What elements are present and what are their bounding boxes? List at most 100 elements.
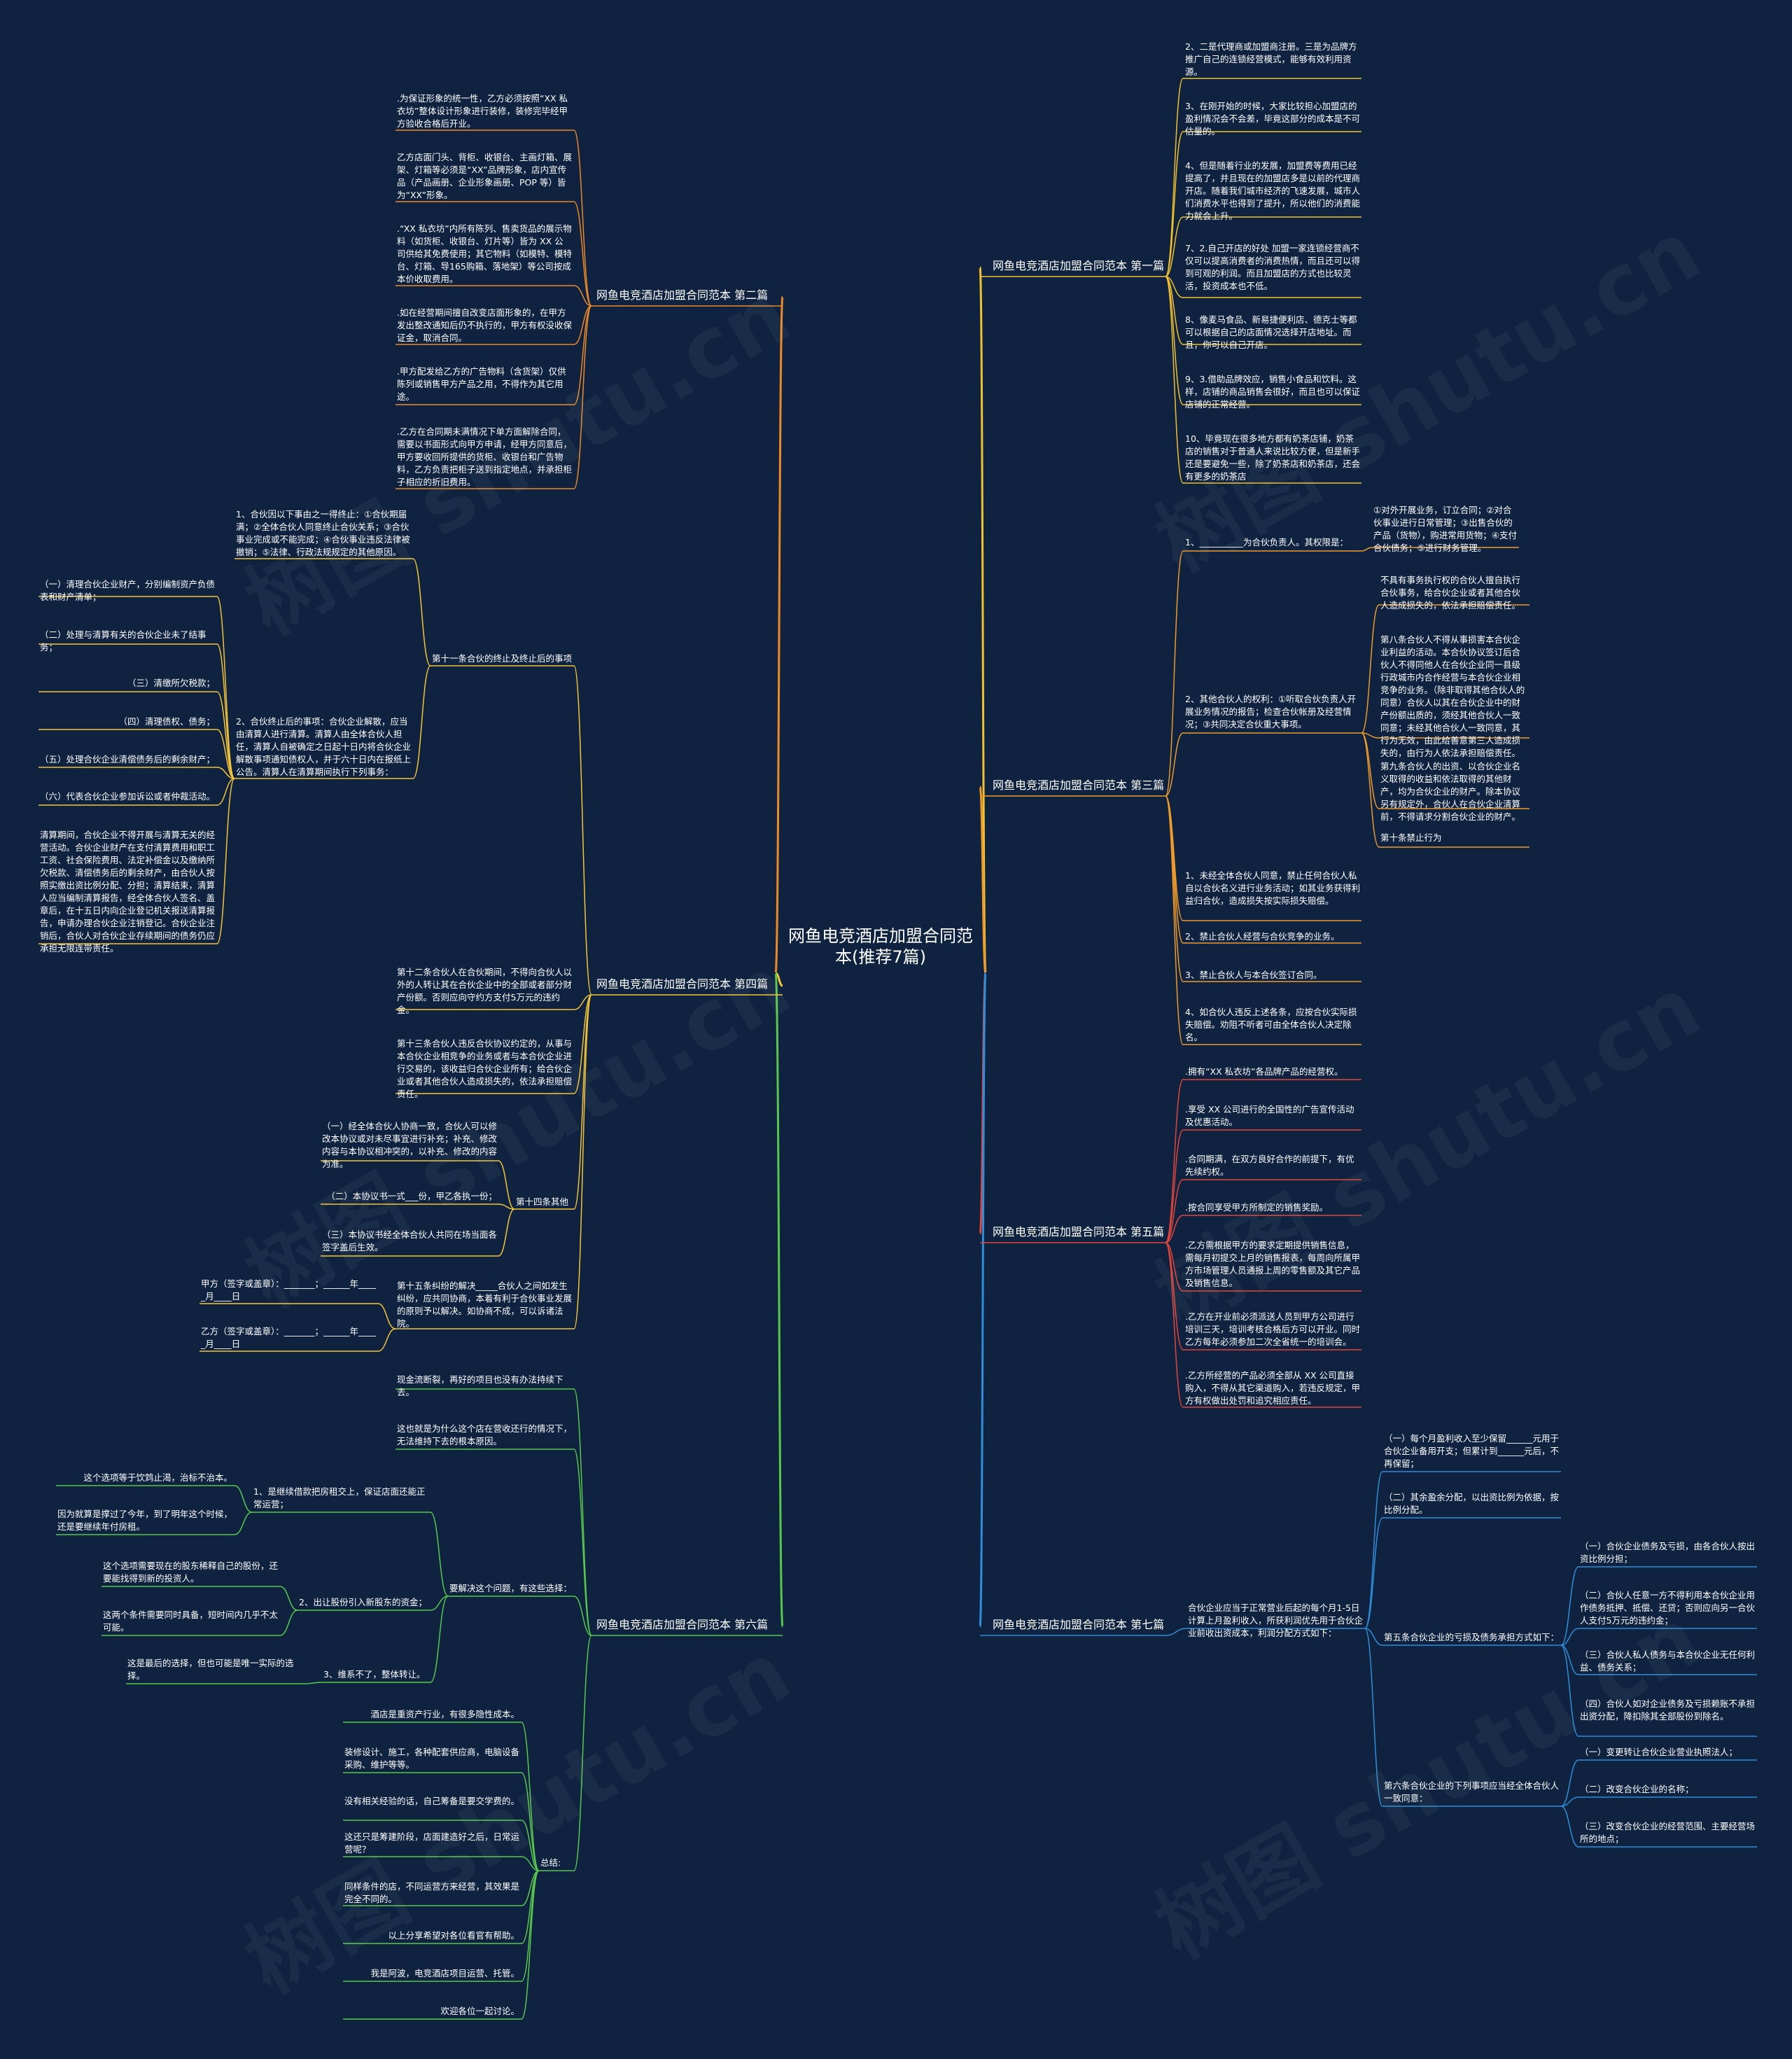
b6-option-sub[interactable]: 这个选项需要现在的股东稀释自己的股份，还要能找得到新的投资人。 (103, 1561, 279, 1584)
b4-s11-item[interactable]: 2、合伙终止后的事项：合伙企业解散，应当由清算人进行清算。清算人由全体合伙人担任… (236, 716, 412, 777)
connector-line (216, 729, 235, 779)
branch-b4[interactable]: 网鱼电竞酒店加盟合同范本 第四篇 (596, 977, 769, 991)
b3-n2-child[interactable]: 不具有事务执行权的合伙人擅自执行合伙事务，给合伙企业或者其他合伙人造成损失的，依… (1380, 575, 1521, 610)
b6-option[interactable]: 1、是继续借款把房租交上，保证店面还能正常运营； (253, 1486, 426, 1509)
b2-item[interactable]: .甲方配发给乙方的广告物料（含货架）仅供陈列或销售甲方产品之用，不得作为其它用途… (397, 366, 566, 402)
b6-top[interactable]: 这也就是为什么这个店在营收还行的情况下，无法维持下去的根本原因。 (397, 1423, 573, 1446)
connector-line (573, 994, 592, 1010)
branch-b5[interactable]: 网鱼电竞酒店加盟合同范本 第五篇 (993, 1225, 1165, 1238)
branch-b3[interactable]: 网鱼电竞酒店加盟合同范本 第三篇 (993, 779, 1165, 792)
b1-item[interactable]: 9、3.借助品牌效应，销售小食品和饮料。这样，店铺的商品销售会很好，而且也可以保… (1185, 374, 1361, 410)
b7-n2[interactable]: （二）其余盈余分配，以出资比例为依据，按比例分配。 (1384, 1492, 1560, 1515)
b4-s15[interactable]: 第十五条纠纷的解决_____合伙人之间如发生纠纷，应共同协商，本着有利于合伙事业… (397, 1280, 573, 1329)
b5-item[interactable]: .合同期满，在双方良好合作的前提下，有优先续约权。 (1185, 1154, 1354, 1177)
b7-mid[interactable]: 合伙企业应当于正常营业后起的每个月1-5日计算上月盈利收入，所获利润优先用于合伙… (1188, 1603, 1364, 1638)
b6-summary-item[interactable]: 没有相关经验的话，自己筹备是要交学费的。 (344, 1796, 520, 1806)
b6-option[interactable]: 2、出让股份引入新股东的资金； (299, 1597, 427, 1607)
connector-line (774, 295, 784, 975)
b2-item[interactable]: .乙方在合同期未满情况下单方面解除合同，需要以书面形式向甲方申请，经甲方同意后，… (397, 426, 573, 487)
branch-b7[interactable]: 网鱼电竞酒店加盟合同范本 第七篇 (993, 1618, 1165, 1631)
b7-n6-item[interactable]: （三）改变合伙企业的经营范围、主要经营场所的地点； (1580, 1821, 1756, 1844)
b5-item[interactable]: .乙方需根据甲方的要求定期提供销售信息，需每月初提交上月的销售报表，每周向所属甲… (1185, 1240, 1361, 1288)
b4-s11-sub[interactable]: 清算期间，合伙企业不得开展与清算无关的经营活动。合伙企业财产在支付清算费用和职工… (40, 830, 216, 954)
b5-item[interactable]: .享受 XX 公司进行的全国性的广告宣传活动及优惠活动。 (1185, 1104, 1354, 1127)
b7-n6-item[interactable]: （二）改变合伙企业的名称； (1580, 1784, 1694, 1794)
connector-line (573, 994, 592, 1210)
b3-n2[interactable]: 2、其他合伙人的权利：①听取合伙负责人开展业务情况的报告；检查合伙帐册及经营情况… (1185, 694, 1357, 730)
b6-option-sub[interactable]: 这个选项等于饮鸩止渴，治标不治本。 (83, 1472, 232, 1483)
b6-summary-item[interactable]: 同样条件的店，不同运营方来经营，其效果是完全不同的。 (344, 1881, 520, 1904)
b3-n1-child[interactable]: ①对外开展业务，订立合同；②对合伙事业进行日常管理；③出售合伙的产品（货物），购… (1373, 505, 1517, 553)
b3-n1[interactable]: 1、__________为合伙负责人。其权限是： (1185, 537, 1348, 547)
b6-top[interactable]: 现金流断裂，再好的项目也没有办法持续下去。 (397, 1374, 564, 1397)
b3-n2-child[interactable]: 第八条合伙人不得从事损害本合伙企业利益的活动。本合伙协议签订后合伙人不得同他人在… (1380, 634, 1525, 758)
b4-s15-item[interactable]: 甲方（签字或盖章）：_______；______年_____月____日 (201, 1278, 377, 1301)
b4-s11[interactable]: 第十一条合伙的终止及终止后的事项 (432, 653, 573, 664)
b7-n6[interactable]: 第六条合伙企业的下列事项应当经全体合伙人一致同意： (1384, 1780, 1560, 1803)
b4-s11-sub[interactable]: （一）清理合伙企业财产，分别编制资产负债表和财产清单； (40, 579, 216, 602)
b4-s14[interactable]: 第十四条其他 (516, 1196, 569, 1207)
b4-s11-sub[interactable]: （五）处理合伙企业清偿债务后的剩余财产； (40, 754, 216, 765)
b4-s14-item[interactable]: （二）本协议书一式___份，甲乙各执一份； (326, 1191, 497, 1201)
b4-s11-sub[interactable]: （四）清理债权、债务； (118, 716, 215, 727)
b2-item[interactable]: .为保证形象的统一性，乙方必须按照“XX 私衣坊”整体设计形象进行装修，装修完毕… (397, 93, 568, 129)
b6-summary[interactable]: 总结: (540, 1857, 561, 1868)
b7-n5-item[interactable]: （三）合伙人私人债务与本合伙企业无任何利益、债务关系； (1580, 1649, 1756, 1673)
b4-s11-sub[interactable]: （三）清缴所欠税款； (127, 678, 215, 688)
b6-question[interactable]: 要解决这个问题，有这些选择： (449, 1583, 573, 1593)
connector-line (1165, 1079, 1184, 1243)
b6-summary-item[interactable]: 以上分享希望对各位看官有帮助。 (388, 1930, 519, 1941)
b7-n6-item[interactable]: （一）变更转让合伙企业营业执照法人； (1580, 1747, 1738, 1757)
connector-line (1165, 276, 1184, 345)
b2-item[interactable]: .“XX 私衣坊”内所有陈列、售卖货品的展示物料（如货柜、收银台、灯片等）皆为 … (397, 223, 573, 284)
b6-summary-item[interactable]: 装修设计、施工，各种配套供应商，电脑设备采购、维护等等。 (344, 1747, 520, 1770)
connector-line (521, 1772, 540, 1871)
b4-s11-sub[interactable]: （六）代表合伙企业参加诉讼或者仲裁活动。 (40, 791, 216, 802)
b4-s11-sub[interactable]: （二）处理与清算有关的合伙企业未了结事务； (40, 629, 206, 652)
b5-item[interactable]: .乙方所经营的产品必须全部从 XX 公司直接购入，不得从其它渠道购入，若违反规定… (1185, 1370, 1361, 1406)
b5-item[interactable]: .按合同享受甲方所制定的销售奖励。 (1185, 1202, 1328, 1213)
b6-summary-item[interactable]: 这还只是筹建阶段，店面建造好之后，日常运营呢？ (344, 1831, 520, 1855)
b1-item[interactable]: 2、二是代理商或加盟商注册。三是为品牌方推广自己的连锁经营模式，能够有效利用资源… (1185, 41, 1357, 77)
b6-summary-item[interactable]: 酒店是重资产行业，有很多隐性成本。 (370, 1709, 519, 1719)
branch-b1[interactable]: 网鱼电竞酒店加盟合同范本 第一篇 (993, 259, 1165, 272)
b3-rest[interactable]: 4、如合伙人违反上述各条，应按合伙实际损失赔偿。劝阻不听者可由全体合伙人决定除名… (1185, 1007, 1357, 1042)
b7-n5-item[interactable]: （一）合伙企业债务及亏损，由各合伙人按出资比例分担； (1580, 1541, 1756, 1564)
b7-n5[interactable]: 第五条合伙企业的亏损及债务承担方式如下： (1384, 1632, 1560, 1642)
b1-item[interactable]: 4、但是随着行业的发展，加盟费等费用已经提高了，并且现在的加盟店多是以前的代理商… (1185, 160, 1361, 221)
b7-n5-item[interactable]: （二）合伙人任意一方不得利用本合伙企业用作债务抵押、抵偿、还贷；否则应向另一合伙… (1580, 1590, 1756, 1626)
b6-option[interactable]: 3、维系不了，整体转让。 (323, 1669, 426, 1680)
root-topic[interactable]: 网鱼电竞酒店加盟合同范 本(推荐7篇) (788, 926, 973, 967)
branch-b2[interactable]: 网鱼电竞酒店加盟合同范本 第二篇 (596, 288, 769, 302)
b4-s14-item[interactable]: （三）本协议书经全体合伙人共同在场当面各签字盖后生效。 (322, 1229, 498, 1252)
b7-n1[interactable]: （一）每个月盈利收入至少保留______元用于合伙企业备用开支；但累计到____… (1384, 1433, 1560, 1469)
b4-s11-item[interactable]: 1、合伙因以下事由之一得终止：①合伙期届满；②全体合伙人同意终止合伙关系；③合伙… (236, 509, 410, 557)
b1-item[interactable]: 10、毕竟现在很多地方都有奶茶店铺，奶茶店的销售对于普通人来说比较方便，但是新手… (1185, 433, 1361, 482)
b6-summary-item[interactable]: 我是阿波，电竞酒店项目运营、托管。 (370, 1968, 519, 1978)
b4-s15-item[interactable]: 乙方（签字或盖章）：_______；______年_____月____日 (201, 1326, 377, 1349)
b1-item[interactable]: 7、2.自己开店的好处 加盟一家连锁经营商不仅可以提高消费者的消费热情，而且还可… (1185, 243, 1361, 291)
b5-item[interactable]: .乙方在开业前必须派送人员到甲方公司进行培训三天，培训考核合格后方可以开业。同时… (1185, 1311, 1361, 1347)
connector-line (1165, 1242, 1184, 1408)
b7-n5-item[interactable]: （四）合伙人如对企业债务及亏损赖账不承担出资分配，降扣除其全部股份到除名。 (1580, 1698, 1756, 1722)
b3-n2-child[interactable]: 第九条合伙人的出资、以合伙企业名义取得的收益和依法取得的其他财产，均为合伙企业的… (1380, 761, 1521, 822)
branch-b6[interactable]: 网鱼电竞酒店加盟合同范本 第六篇 (596, 1618, 769, 1631)
b4-s14-item[interactable]: （一）经全体合伙人协商一致，合伙人可以修改本协议或对未尽事宜进行补充；补充、修改… (322, 1121, 498, 1169)
b4-s12[interactable]: 第十二条合伙人在合伙期间，不得向合伙人以外的人转让其在合伙企业中的全部或者部分财… (397, 967, 573, 1015)
connector-line (498, 1203, 515, 1210)
b4-s13[interactable]: 第十三条合伙人违反合伙协议约定的，从事与本合伙企业相竞争的业务或者与本合伙企业进… (397, 1038, 573, 1099)
b6-option-sub[interactable]: 这两个条件需要同时具备，短时间内几乎不太可能。 (103, 1610, 279, 1633)
connector-line (573, 201, 592, 307)
b6-option-sub[interactable]: 因为就算是撑过了今年，到了明年这个时候，还是要继续年付房租。 (57, 1509, 233, 1532)
b6-summary-item[interactable]: 欢迎各位一起讨论。 (440, 2006, 519, 2016)
b1-item[interactable]: 3、在刚开始的时候，大家比较担心加盟店的盈利情况会不会差，毕竟这部分的成本是不可… (1185, 101, 1361, 137)
b1-item[interactable]: 8、像麦马食品、新易捷便利店、德克士等都可以根据自己的店面情况选择开店地址。而且… (1185, 314, 1357, 350)
b3-rest[interactable]: 3、禁止合伙人与本合伙签订合同。 (1185, 970, 1322, 980)
b3-rest[interactable]: 1、未经全体合伙人同意，禁止任何合伙人私自以合伙名义进行业务活动；如其业务获得利… (1185, 870, 1361, 906)
b2-item[interactable]: .如在经营期间擅自改变店面形象的，在甲方发出整改通知后仍不执行的，甲方有权没收保… (397, 307, 573, 343)
b3-n2-child[interactable]: 第十条禁止行为 (1380, 832, 1442, 843)
b5-item[interactable]: .拥有“XX 私衣坊”各品牌产品的经营权。 (1185, 1066, 1343, 1077)
b3-rest[interactable]: 2、禁止合伙人经营与合伙竞争的业务。 (1185, 931, 1340, 942)
b6-option-sub[interactable]: 这是最后的选择，但也可能是唯一实际的选择。 (127, 1658, 294, 1681)
b2-item[interactable]: 乙方店面门头、背柜、收银台、主画灯箱、展架、灯箱等必须是“XX”品牌形象，店内宣… (397, 152, 573, 200)
